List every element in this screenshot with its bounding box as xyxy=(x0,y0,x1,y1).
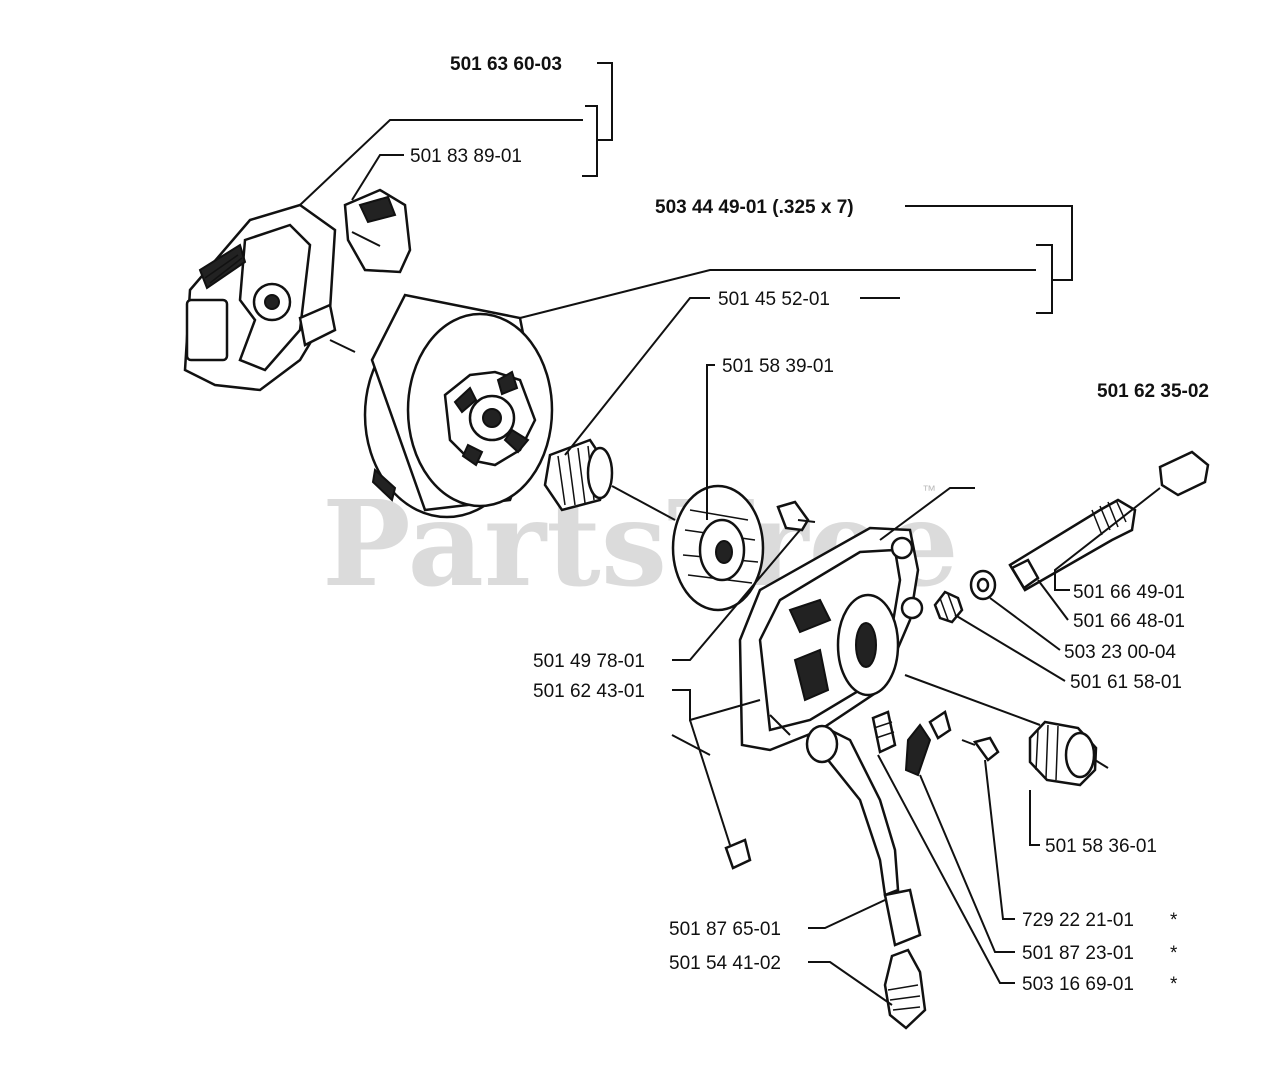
oil-pump-drawing xyxy=(738,526,924,752)
label-washer: 501 58 39-01 xyxy=(722,356,834,377)
label-rim-sprocket: 503 44 49-01 (.325 x 7) xyxy=(655,197,854,218)
pump-shaft-drawing xyxy=(1008,450,1210,592)
label-spring-washer: 503 23 00-04 xyxy=(1064,642,1176,663)
label-screw-729: 729 22 21-01 xyxy=(1022,910,1134,931)
label-needle-bearing: 501 45 52-01 xyxy=(718,289,830,310)
needle-bearing-drawing xyxy=(543,438,676,521)
callout-lines xyxy=(299,62,1161,1006)
rim-sprocket-drawing xyxy=(363,293,554,519)
label-worm-gear: 501 58 36-01 xyxy=(1045,836,1157,857)
label-clutch-assembly: 501 63 60-03 xyxy=(450,54,562,75)
asterisk-bracket: * xyxy=(1170,943,1178,964)
washer-drawing xyxy=(671,484,765,612)
watermark-tm: ™ xyxy=(922,482,936,498)
spring-drawing xyxy=(933,569,997,624)
clutch-assembly-drawing xyxy=(183,188,412,392)
label-oil-hose: 501 87 65-01 xyxy=(669,919,781,940)
label-oil-pump: 501 62 35-02 xyxy=(1097,381,1209,402)
label-clutch-shoe: 501 83 89-01 xyxy=(410,146,522,167)
label-nut-lower: 501 62 43-01 xyxy=(533,681,645,702)
worm-gear-drawing xyxy=(1028,720,1109,787)
label-spring: 501 61 58-01 xyxy=(1070,672,1182,693)
asterisk-screw-729: * xyxy=(1170,910,1178,931)
small-parts-drawing xyxy=(724,710,1000,870)
screw-upper-drawing xyxy=(776,500,816,532)
label-filter: 501 54 41-02 xyxy=(669,953,781,974)
label-pin: 503 16 69-01 xyxy=(1022,974,1134,995)
asterisk-pin: * xyxy=(1170,974,1178,995)
label-bracket: 501 87 23-01 xyxy=(1022,943,1134,964)
label-pump-shaft-end: 501 66 49-01 xyxy=(1073,582,1185,603)
label-pump-shaft: 501 66 48-01 xyxy=(1073,611,1185,632)
oil-hose-drawing xyxy=(805,724,927,1030)
label-screw-upper: 501 49 78-01 xyxy=(533,651,645,672)
